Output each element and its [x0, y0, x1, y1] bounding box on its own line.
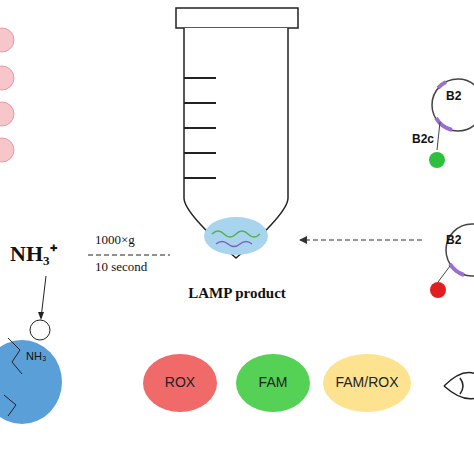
dye-oval: FAM/ROX [323, 354, 411, 412]
node-shape [424, 210, 474, 302]
node-shape [176, 8, 298, 308]
centrifuge-line [88, 255, 170, 256]
ion-label: NH₃⁺ [10, 242, 57, 266]
dye-oval: ROX [143, 354, 217, 412]
eye-icon [444, 373, 474, 399]
probe-node: B2B2c [412, 70, 474, 172]
speed-label: 1000×g [95, 233, 135, 247]
dye-oval: FAM [236, 354, 310, 412]
dashed-arrow [300, 239, 422, 240]
node-text: FAM [259, 375, 288, 390]
node-text: LAMP product [188, 285, 286, 302]
group-label: NH₃ [26, 350, 46, 362]
time-label: 10 second [95, 260, 147, 274]
pink-particles [0, 28, 14, 162]
tube-node: LAMP product [176, 8, 298, 308]
node-text: FAM/ROX [335, 375, 398, 390]
node-text: B2c [412, 133, 434, 146]
node-shape [412, 70, 474, 172]
probe-node: B2 [424, 210, 474, 302]
node-text: B2 [446, 234, 461, 247]
node-text: ROX [165, 375, 195, 390]
bead-illustration [0, 276, 62, 424]
node-text: B2 [446, 90, 461, 103]
